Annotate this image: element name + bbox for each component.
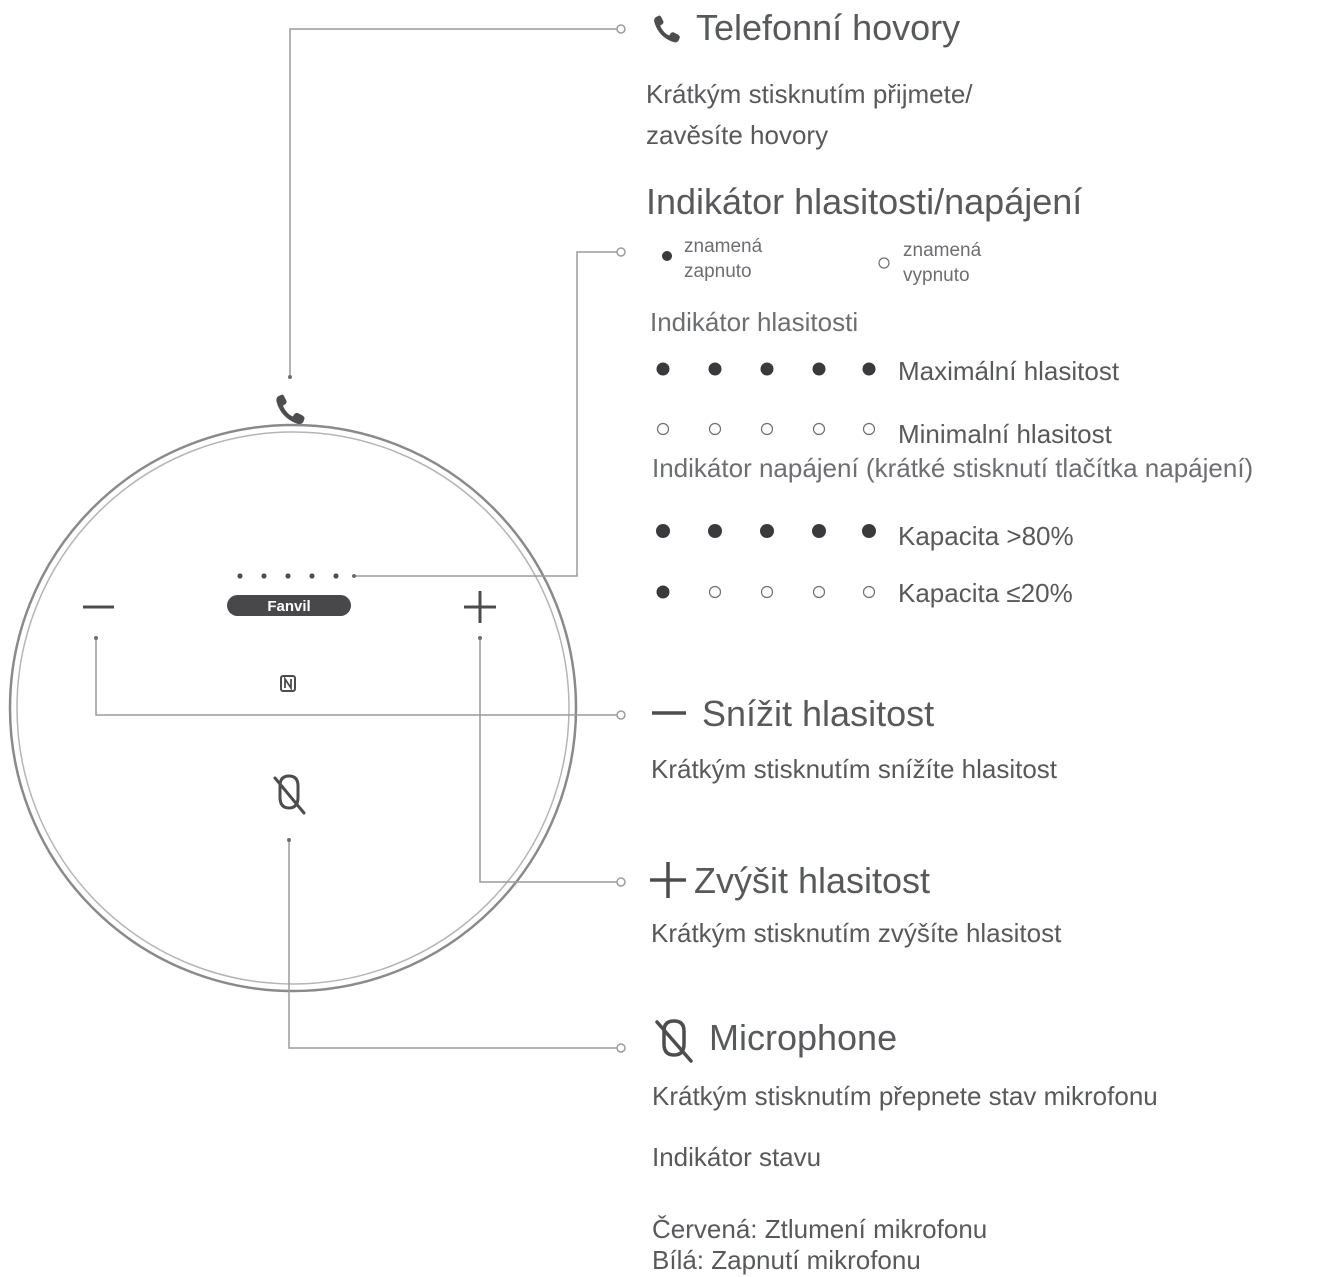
- device-plus-icon: [464, 591, 496, 623]
- volume-indicator-heading: Indikátor hlasitosti: [650, 307, 859, 337]
- led-on-dot: [708, 524, 722, 538]
- led-off-dot: [812, 585, 826, 599]
- led-on-dot: [760, 524, 774, 538]
- indicator-title: Indikátor hlasitosti/napájení: [646, 181, 1083, 222]
- calls-description-line-2: zavěsíte hovory: [646, 120, 829, 150]
- microphone-status-line-2: Bílá: Zapnutí mikrofonu: [652, 1245, 921, 1275]
- led-off-dot: [708, 422, 722, 436]
- device-call-button-icon: [276, 394, 305, 425]
- led-off-dot: [760, 585, 774, 599]
- led-off-dot: [656, 422, 670, 436]
- led-on-dot: [862, 524, 876, 538]
- device-indicator-leds: [237, 573, 339, 579]
- led-on-dot: [708, 362, 722, 376]
- led-off-dot: [760, 422, 774, 436]
- legend-on-line-2: zapnuto: [684, 261, 752, 282]
- led-off-dot: [862, 422, 876, 436]
- calls-title: Telefonní hovory: [696, 7, 961, 48]
- volume-up-title: Zvýšit hlasitost: [694, 860, 931, 901]
- speakerphone-device: [8, 423, 578, 993]
- microphone-mute-icon: [655, 1019, 693, 1063]
- legend-off-line-2: vypnuto: [903, 265, 970, 286]
- power-row-label: Kapacita >80%: [898, 521, 1074, 551]
- led-on-dot: [656, 362, 670, 376]
- power-row-label: Kapacita ≤20%: [898, 578, 1073, 608]
- phone-icon: [654, 15, 680, 43]
- volume-up-description: Krátkým stisknutím zvýšíte hlasitost: [651, 918, 1062, 948]
- volume-row-label: Minimalní hlasitost: [898, 419, 1112, 449]
- callout-anchor-dots: [94, 375, 482, 842]
- callout-lines: [95, 28, 617, 1049]
- legend-off-line-1: znamená: [903, 240, 982, 261]
- led-on-dot: [760, 362, 774, 376]
- led-on-dot: [862, 362, 876, 376]
- microphone-status-heading: Indikátor stavu: [652, 1142, 822, 1172]
- callout-end-circles: [616, 24, 626, 1053]
- led-on-dot: [812, 524, 826, 538]
- legend-on-dot: [662, 251, 672, 261]
- led-off-dot: [862, 585, 876, 599]
- indicator-row-dots: [656, 362, 876, 599]
- microphone-title: Microphone: [709, 1017, 898, 1058]
- volume-down-title: Snížit hlasitost: [702, 693, 935, 734]
- led-on-dot: [656, 524, 670, 538]
- device-logo-plate: Fanvil: [227, 595, 351, 616]
- led-on-dot: [812, 362, 826, 376]
- microphone-status-line-1: Červená: Ztlumení mikrofonu: [652, 1214, 988, 1244]
- volume-row-label: Maximální hlasitost: [898, 356, 1120, 386]
- legend-on-line-1: znamená: [684, 236, 763, 257]
- device-mic-button-icon: [273, 774, 306, 815]
- legend-off-dot: [878, 257, 890, 269]
- plus-icon: [650, 862, 686, 898]
- nfc-icon: [280, 675, 296, 692]
- led-on-dot: [656, 585, 670, 599]
- volume-down-description: Krátkým stisknutím snížíte hlasitost: [651, 754, 1058, 784]
- led-off-dot: [708, 585, 722, 599]
- power-indicator-heading: Indikátor napájení (krátké stisknutí tla…: [652, 453, 1254, 483]
- led-off-dot: [812, 422, 826, 436]
- device-logo-text: Fanvil: [267, 598, 310, 615]
- microphone-description: Krátkým stisknutím přepnete stav mikrofo…: [652, 1081, 1158, 1111]
- calls-description-line-1: Krátkým stisknutím přijmete/: [646, 79, 973, 109]
